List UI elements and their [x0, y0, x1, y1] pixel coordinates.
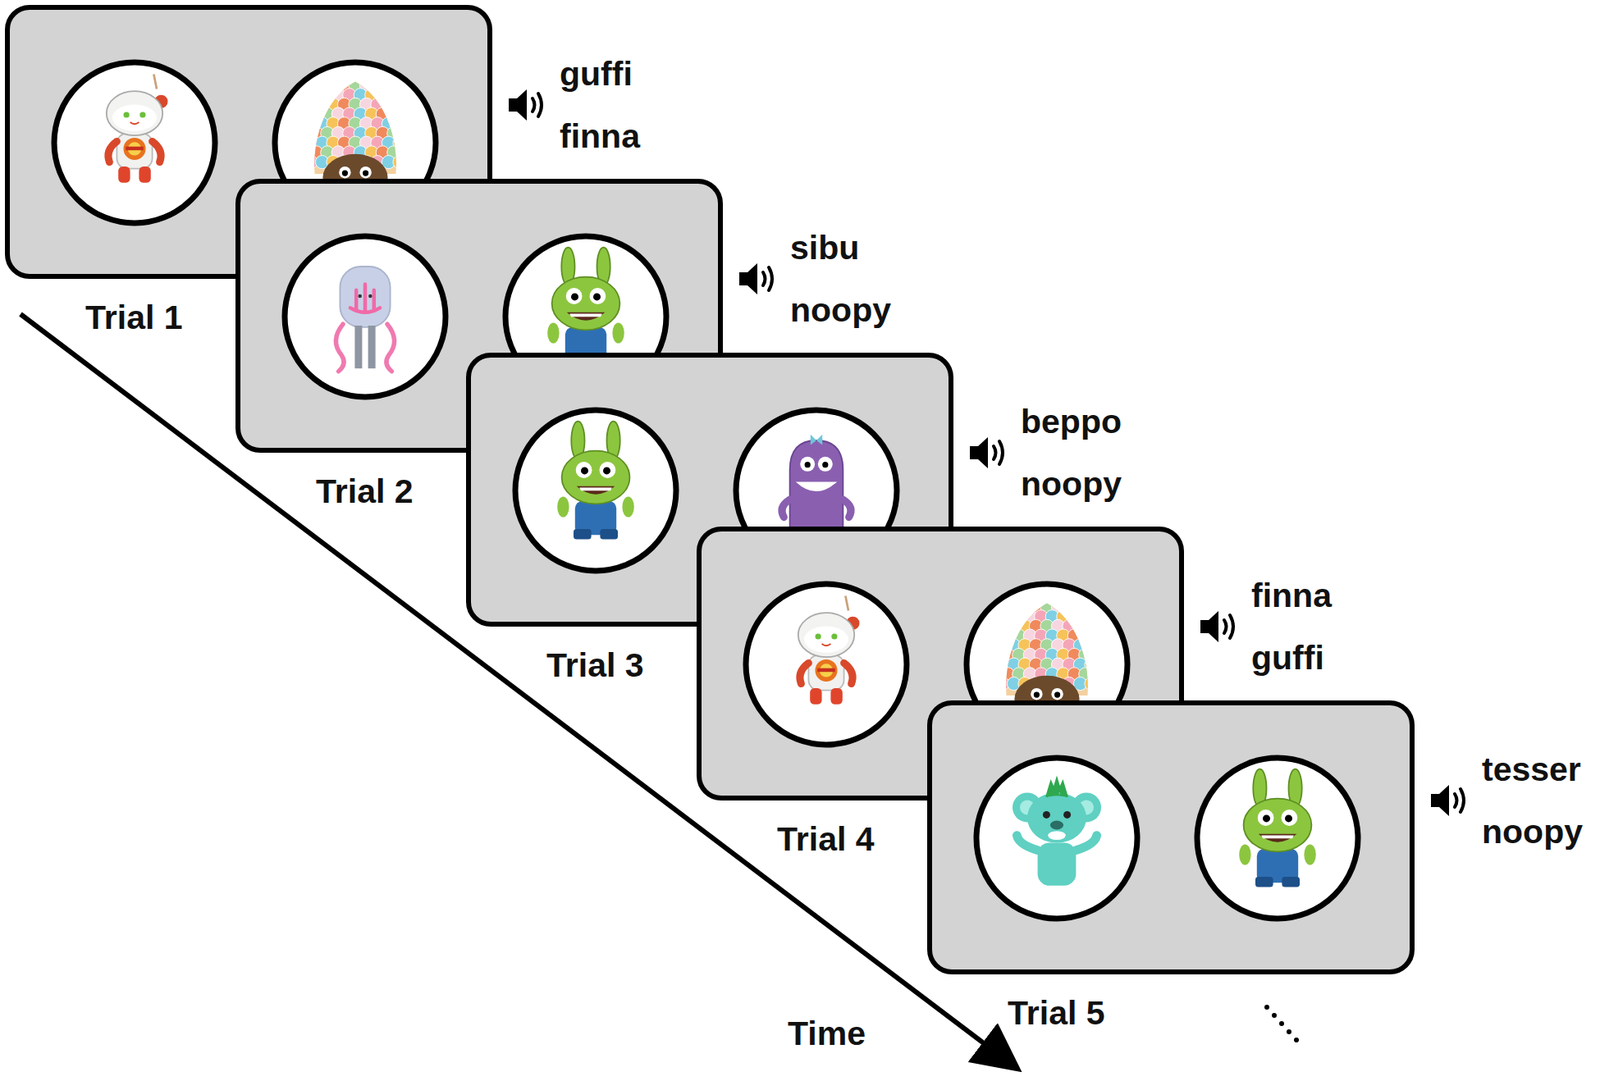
stimulus-circle [515, 410, 677, 572]
trial-label: Trial 1 [85, 298, 183, 338]
rabbit-toy [547, 247, 625, 366]
speaker-icon [507, 84, 550, 126]
pseudo-word: noopy [1481, 815, 1583, 850]
trial-label: Trial 4 [777, 820, 875, 860]
pseudo-word: sibu [790, 231, 860, 266]
stimulus-pair [927, 700, 1415, 975]
robot-toy [106, 74, 169, 183]
pseudo-word: guffi [559, 57, 633, 92]
stimulus-circle [54, 62, 215, 224]
time-arrow [20, 314, 1015, 1067]
pseudo-word: finna [559, 119, 640, 154]
stimulus-circle [745, 584, 907, 746]
stimulus-circle [976, 758, 1138, 919]
speaker-icon [968, 432, 1011, 474]
pseudo-word: noopy [790, 293, 892, 328]
rabbit-toy [1238, 769, 1317, 888]
stimulus-circle [1197, 758, 1358, 919]
rabbit-toy [557, 421, 635, 540]
speaker-icon [1429, 780, 1472, 822]
pseudo-word: beppo [1020, 405, 1122, 439]
pseudo-word: finna [1251, 579, 1332, 613]
speaker-icon [737, 258, 781, 300]
monster-toy [781, 434, 851, 542]
stimulus-circle [284, 236, 446, 398]
pseudo-word: guffi [1251, 641, 1325, 676]
trial-panel: Trial 5 [927, 700, 1415, 975]
robot-toy [798, 596, 860, 705]
pseudo-word: noopy [1020, 467, 1122, 502]
trial-label: Trial 5 [1007, 994, 1106, 1034]
axis-label: Time [787, 1017, 866, 1052]
trial-label: Trial 3 [546, 646, 645, 686]
jelly-toy [335, 266, 394, 372]
speaker-icon [1198, 606, 1242, 648]
continuation-dots [1264, 1005, 1299, 1043]
koala-toy [1012, 779, 1102, 887]
trial-label: Trial 2 [315, 472, 414, 512]
pseudo-word: tesser [1481, 753, 1582, 787]
